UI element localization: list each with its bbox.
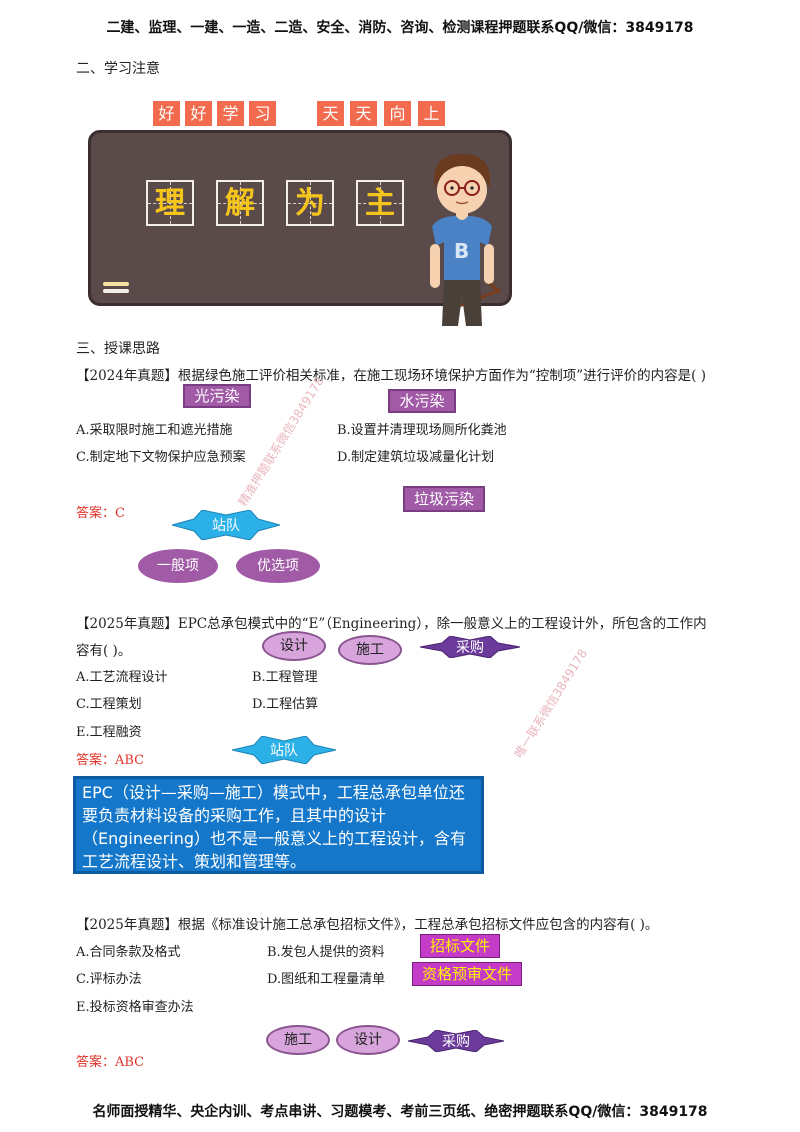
question-2-option-e: E.工程融资 [76,725,142,740]
question-3-option-b: B.发包人提供的资料 [267,945,385,960]
board-char: 解 [225,186,255,221]
annotation-tag-bid-document: 招标文件 [420,934,500,958]
question-3-option-a: A.合同条款及格式 [76,945,181,960]
annotation-tag-water-pollution: 水污染 [388,389,456,413]
watermark: 唯一联系微信3849178 [511,646,591,761]
board-char: 理 [155,186,185,221]
page-footer: 名师面授精华、央企内训、考点串讲、习题模考、考前三页纸、绝密押题联系QQ/微信：… [92,1104,708,1120]
annotation-tag-garbage-pollution: 垃圾污染 [403,486,485,512]
question-2-option-d: D.工程估算 [252,697,319,712]
teacher-illustration: B [430,154,501,326]
keyword-oval-design: 设计 [336,1025,400,1055]
board-char-box: 理 [146,180,194,226]
banner-tile: 天 [317,101,344,126]
page-header: 二建、监理、一建、一造、二造、安全、消防、咨询、检测课程押题联系QQ/微信：38… [106,20,694,36]
star-label: 采购 [442,1034,470,1050]
chalk-piece [103,282,129,286]
keyword-oval-construction: 施工 [266,1025,330,1055]
section-2-title: 二、学习注意 [76,61,160,77]
question-1-option-d: D.制定建筑垃圾减量化计划 [337,450,495,465]
svg-text:B: B [454,239,469,263]
question-3-stem: 【2025年真题】根据《标准设计施工总承包招标文件》，工程总承包招标文件应包含的… [76,917,659,933]
board-char: 为 [295,186,325,221]
star-label: 采购 [456,640,484,656]
chalk-piece [103,289,129,293]
banner-tile: 向 [384,101,411,126]
question-2-option-b: B.工程管理 [252,670,318,685]
star-label-group: 采购 [420,636,520,658]
question-2-answer: 答案：ABC [76,753,145,768]
question-3-option-d: D.图纸和工程量清单 [267,972,386,987]
question-3-option-c: C.评标办法 [76,972,142,987]
star-label: 站队 [270,743,298,759]
question-1-option-c: C.制定地下文物保护应急预案 [76,450,246,465]
section-3-title: 三、授课思路 [76,341,160,357]
question-3-answer: 答案：ABC [76,1055,145,1070]
keyword-oval-construction: 施工 [338,635,402,665]
star-label-group: 站队 [172,510,280,540]
annotation-tag-light-pollution: 光污染 [183,384,251,408]
star-label: 站队 [212,518,240,534]
question-2-option-c: C.工程策划 [76,697,142,712]
question-2-stem-line-2: 容有( )。 [76,643,132,659]
keyword-oval-design: 设计 [262,631,326,661]
question-1-answer: 答案：C [76,506,125,521]
board-char-box: 主 [356,180,404,226]
board-char-box: 为 [286,180,334,226]
banner-tile: 好 [153,101,180,126]
banner-tile: 学 [217,101,244,126]
question-1-stem: 【2024年真题】根据绿色施工评价相关标准，在施工现场环境保护方面作为“控制项”… [76,368,706,384]
explanation-box: EPC（设计—采购—施工）模式中，工程总承包单位还要负责材料设备的采购工作，且其… [73,776,484,874]
annotation-tag-prequalification-document: 资格预审文件 [412,962,522,986]
question-2-option-a: A.工艺流程设计 [76,670,168,685]
banner-tile: 上 [418,101,445,126]
board-char: 主 [365,186,395,221]
star-label-group: 采购 [408,1030,504,1052]
board-char-box: 解 [216,180,264,226]
question-2-stem-line-1: 【2025年真题】EPC总承包模式中的“E”（Engineering），除一般意… [76,616,707,632]
question-1-option-b: B.设置并清理现场厕所化粪池 [337,423,507,438]
banner-tile: 好 [185,101,212,126]
category-oval-preferred: 优选项 [236,549,320,583]
blackboard [88,130,512,306]
banner-tile: 天 [350,101,377,126]
question-1-option-a: A.采取限时施工和遮光措施 [76,423,233,438]
category-oval-general: 一般项 [138,549,218,583]
question-3-option-e: E.投标资格审查办法 [76,1000,194,1015]
star-label-group: 站队 [232,736,336,764]
banner-tile: 习 [249,101,276,126]
